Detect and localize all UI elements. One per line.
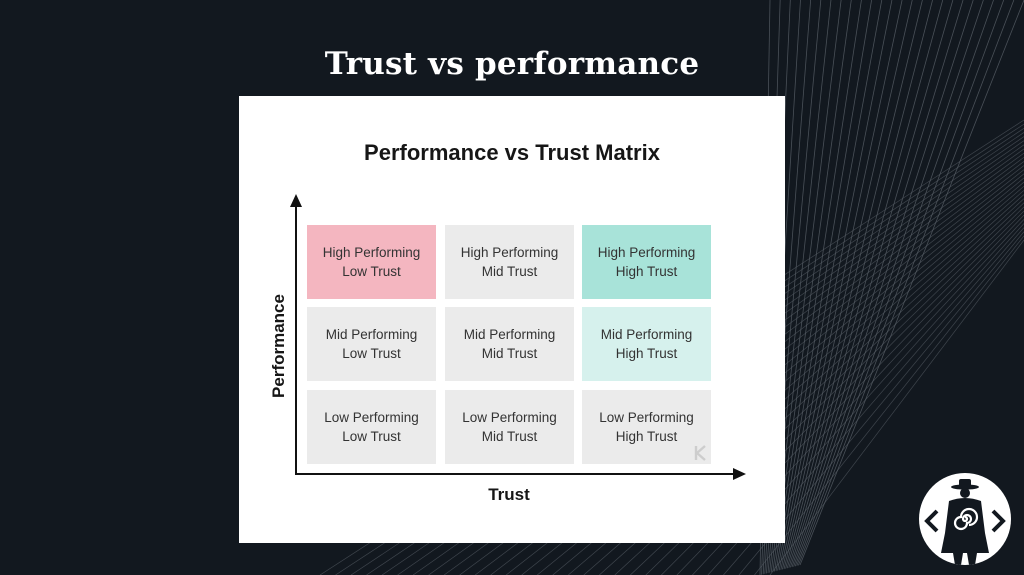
background-line (738, 231, 1024, 575)
cell-line1: Mid Performing (463, 327, 556, 342)
background-line (774, 0, 862, 572)
cell-line1: Low Performing (599, 410, 694, 425)
matrix-image-panel: Performance vs Trust Matrix Performance … (239, 96, 785, 543)
background-line (798, 0, 1015, 566)
background-line (794, 0, 994, 567)
background-line (793, 0, 984, 567)
matrix-cell-low-mid: Low Performing Mid Trust (445, 390, 574, 464)
background-line (769, 239, 1024, 575)
matrix-cell-mid-mid: Mid Performing Mid Trust (445, 307, 574, 381)
background-line (791, 0, 974, 568)
y-axis-label: Performance (269, 294, 288, 398)
matrix-cell-low-low: Low Performing Low Trust (307, 390, 436, 464)
x-axis-arrow-icon (733, 468, 746, 480)
cell-line1: High Performing (597, 245, 696, 260)
matrix-title: Performance vs Trust Matrix (364, 140, 660, 165)
cell-line1: Low Performing (462, 410, 557, 425)
cell-line2: Mid Trust (481, 264, 538, 279)
cell-line1: High Performing (460, 245, 559, 260)
y-axis-line (295, 204, 297, 475)
cell-line1: Mid Performing (325, 327, 418, 342)
cell-line2: Low Trust (342, 346, 401, 361)
x-axis-line (295, 473, 735, 475)
hat-man-spiral-logo-icon (919, 473, 1011, 565)
background-line (785, 0, 933, 569)
background-line (778, 0, 893, 571)
cell-line1: High Performing (322, 245, 421, 260)
watermark-icon (694, 445, 706, 461)
logo-graphic (924, 479, 1006, 565)
background-line (780, 0, 903, 570)
matrix-cell-high-mid: High Performing Mid Trust (445, 225, 574, 299)
matrix-cell-low-high: Low Performing High Trust (582, 390, 711, 464)
background-line (777, 0, 883, 571)
matrix-cell-high-low: High Performing Low Trust (307, 225, 436, 299)
x-axis-label: Trust (488, 485, 530, 504)
cell-line2: Low Trust (342, 264, 401, 279)
matrix-cell-high-high: High Performing High Trust (582, 225, 711, 299)
slide-title: Trust vs performance (324, 46, 700, 82)
background-line (796, 0, 1005, 566)
background-line (783, 0, 923, 570)
background-line (782, 0, 913, 570)
background-line (772, 0, 852, 572)
background-line (790, 0, 964, 568)
cell-line2: Mid Trust (481, 346, 538, 361)
cell-line2: High Trust (615, 264, 678, 279)
y-axis-arrow-icon (290, 194, 302, 207)
background-line (786, 0, 944, 569)
cell-line2: Mid Trust (481, 429, 538, 444)
cell-line1: Mid Performing (600, 327, 693, 342)
matrix-cell-mid-high: Mid Performing High Trust (582, 307, 711, 381)
cell-line2: High Trust (615, 346, 678, 361)
background-line (754, 235, 1024, 575)
cell-line2: Low Trust (342, 429, 401, 444)
background-line (788, 0, 954, 568)
cell-line1: Low Performing (324, 410, 419, 425)
matrix-cell-mid-low: Mid Performing Low Trust (307, 307, 436, 381)
cell-line2: High Trust (615, 429, 678, 444)
